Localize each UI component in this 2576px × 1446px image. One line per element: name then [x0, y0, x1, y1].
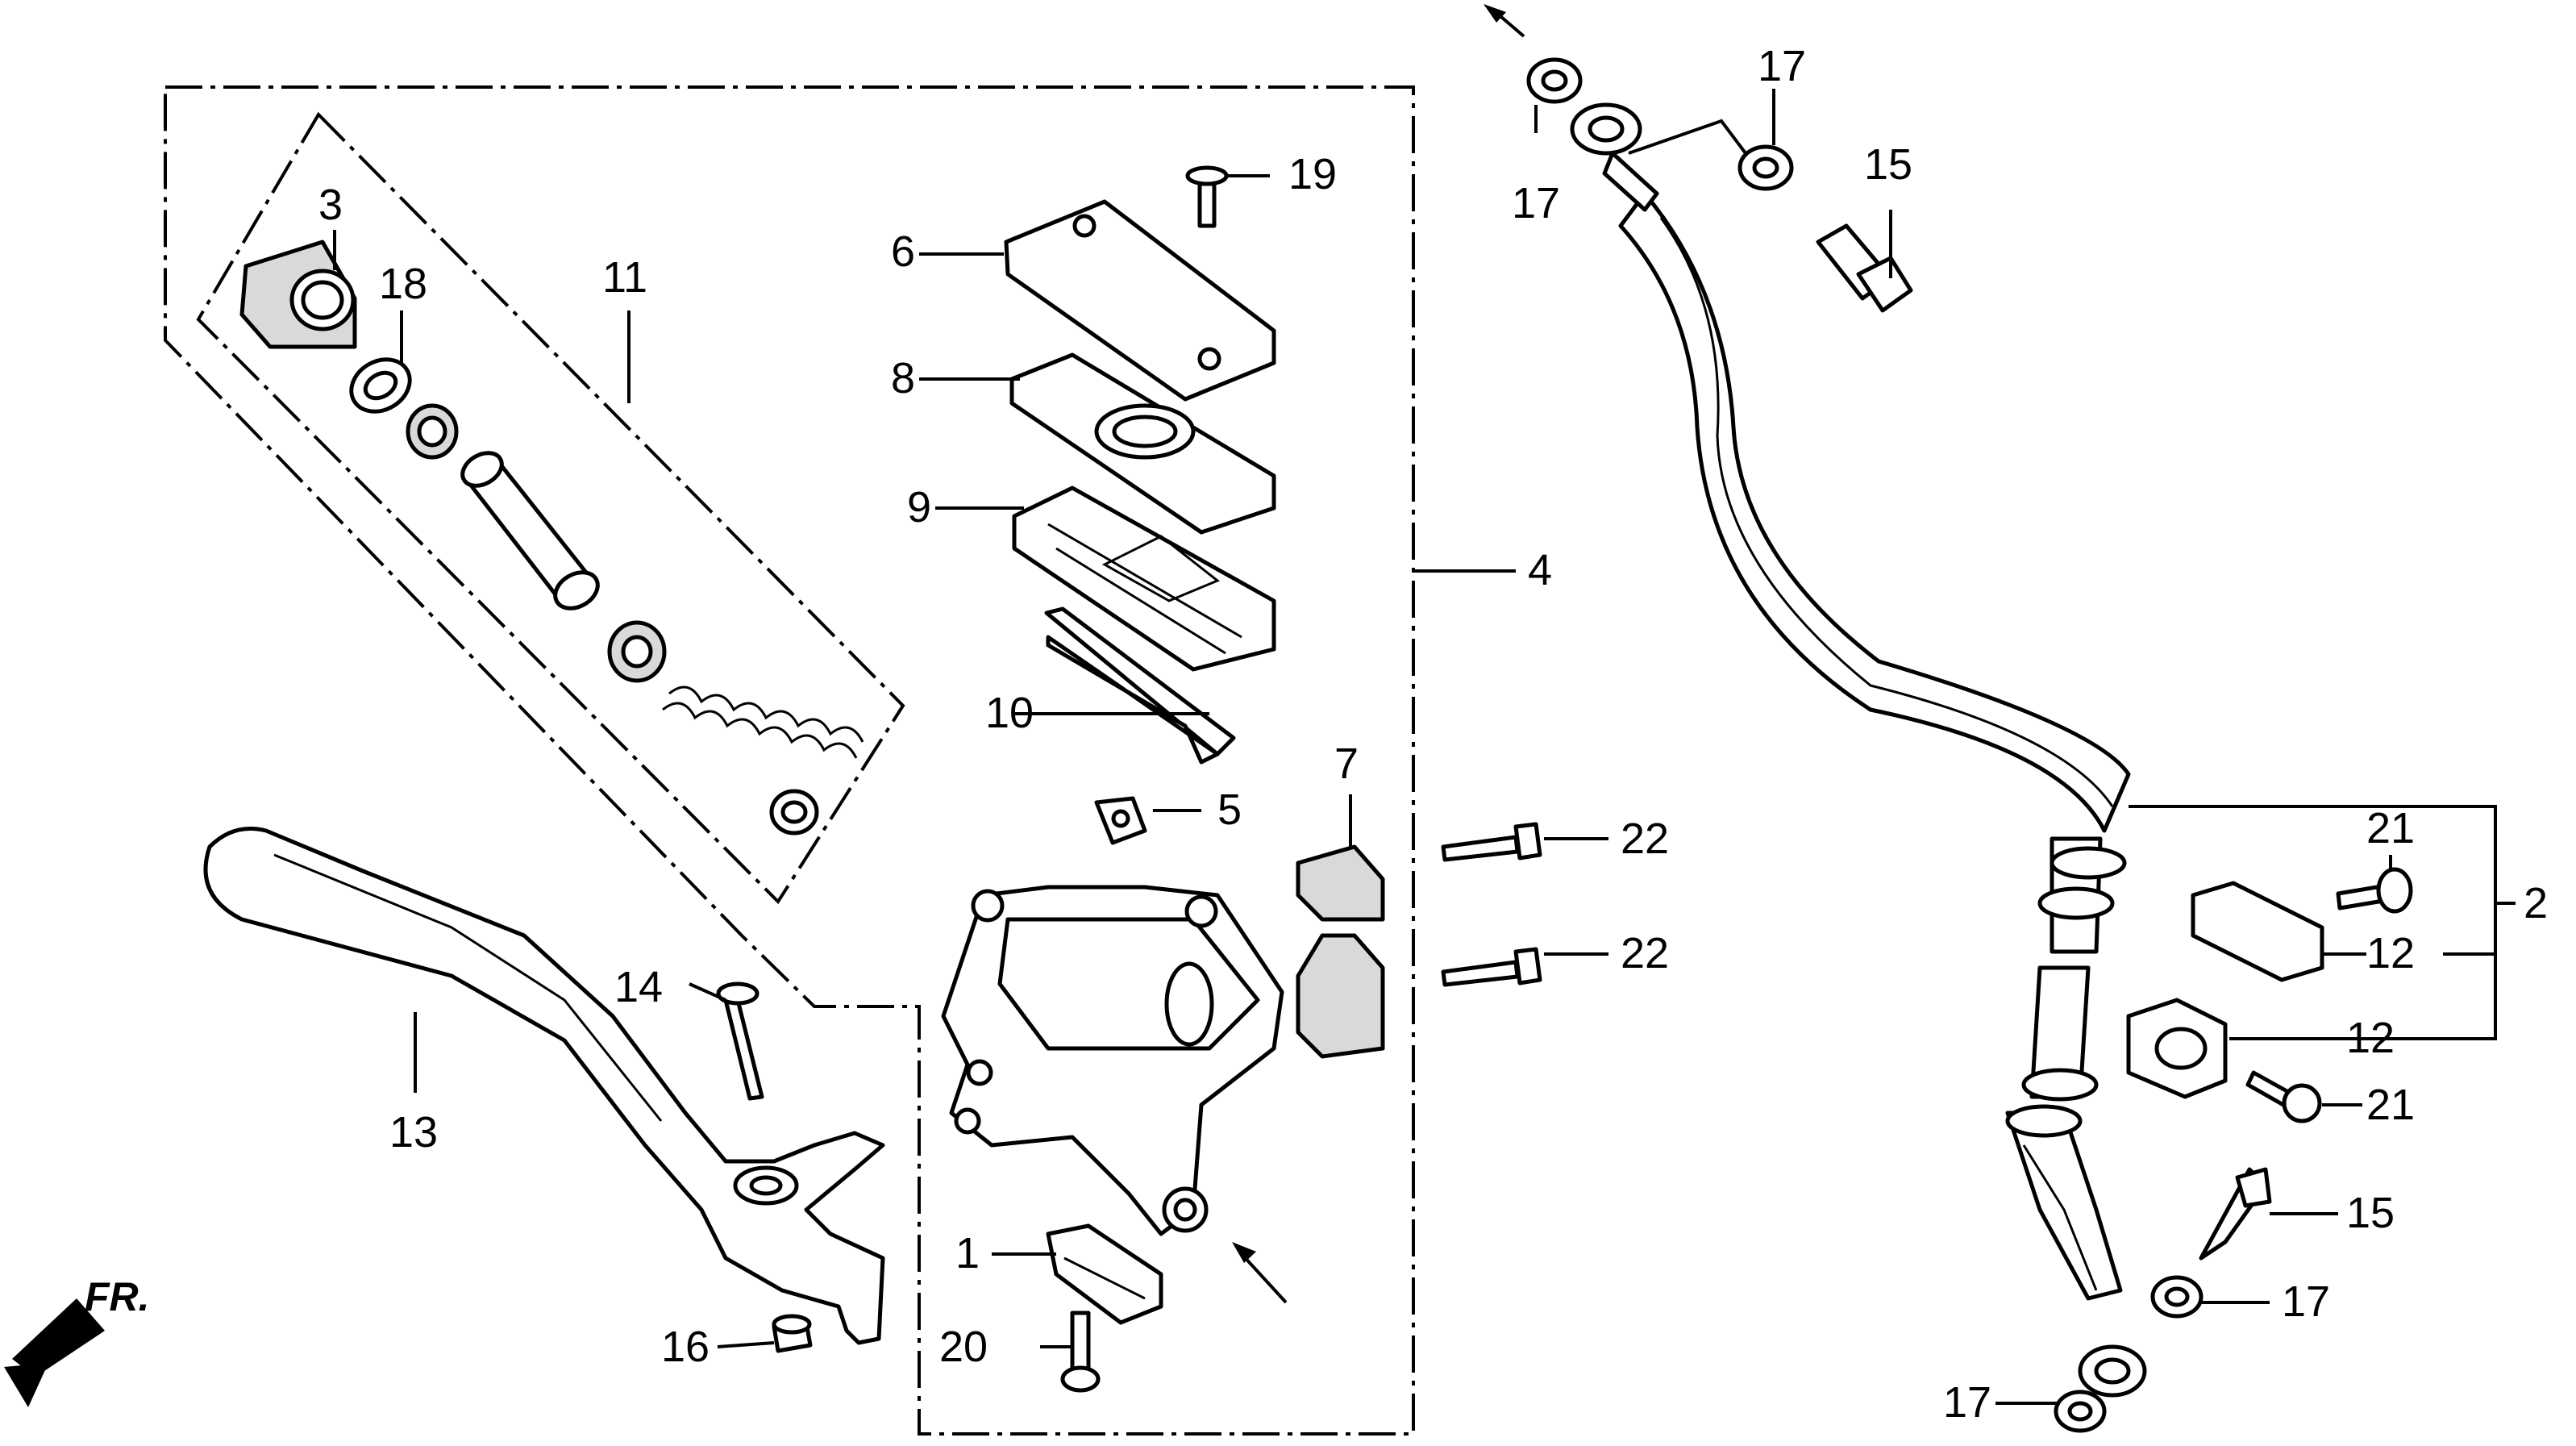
leader-lines: [333, 89, 2516, 1405]
label-9: 9: [907, 483, 931, 531]
label-1: 1: [955, 1229, 980, 1277]
label-11: 11: [602, 253, 647, 302]
piston-set-outline: [196, 111, 905, 905]
bolt-15-top: [1816, 223, 1913, 313]
piston-set-parts: [239, 240, 864, 836]
arrow-top: [1484, 4, 1525, 38]
nut-16: [772, 1314, 813, 1353]
label-13: 13: [389, 1108, 438, 1156]
front-direction-marker: FR.: [4, 1274, 150, 1407]
label-21-upper: 21: [2366, 804, 2415, 852]
label-19: 19: [1288, 150, 1337, 198]
label-6: 6: [891, 227, 915, 276]
circlip-part: [349, 357, 412, 414]
float-plate: [1044, 606, 1236, 765]
pivot-bolt-14: [716, 981, 764, 1101]
screw-19: [1185, 165, 1229, 228]
brake-hose: [1618, 191, 2147, 1398]
diaphragm: [1012, 485, 1276, 672]
label-17-top-left: 17: [1512, 179, 1560, 227]
label-17-bottom: 17: [1943, 1378, 1991, 1427]
holder-7: [1296, 844, 1385, 1059]
label-7: 7: [1334, 740, 1359, 788]
label-22a: 22: [1621, 815, 1669, 863]
label-12-upper: 12: [2366, 929, 2415, 977]
front-label: FR.: [85, 1274, 150, 1319]
label-17-top-right: 17: [1758, 42, 1806, 90]
label-15-top: 15: [1864, 140, 1912, 189]
label-4: 4: [1528, 546, 1552, 594]
arrow-body: [1232, 1242, 1288, 1304]
bolt-22b: [1441, 947, 1542, 987]
boot-part: [239, 240, 357, 349]
screw-20: [1060, 1311, 1101, 1393]
label-15-bottom: 15: [2346, 1189, 2395, 1237]
clamp-12-lower: [2126, 998, 2228, 1099]
label-8: 8: [891, 354, 915, 402]
brake-lever: [203, 827, 885, 1345]
assembly-outline: [164, 85, 1415, 1436]
label-17-bottom-right: 17: [2282, 1277, 2330, 1326]
part-labels: 3 18 11 19 6 8 9 4 10 7 5 22 22 14 13 1 …: [318, 42, 2548, 1427]
label-5: 5: [1217, 786, 1242, 834]
label-18: 18: [379, 260, 427, 308]
spring-part: [662, 685, 864, 759]
washer-17-top-right: [1737, 144, 1794, 191]
clip-5: [1094, 796, 1147, 845]
washer-17-bottom: [2054, 1390, 2107, 1433]
bolt-15-bottom: [2199, 1167, 2272, 1261]
label-10: 10: [985, 689, 1034, 737]
set-plate: [1009, 352, 1276, 535]
label-14: 14: [614, 963, 663, 1011]
washer-17-bottom-right: [2150, 1275, 2204, 1319]
label-20: 20: [939, 1323, 988, 1371]
reservoir-cap: [1004, 199, 1276, 402]
label-16: 16: [661, 1323, 710, 1371]
label-2: 2: [2524, 879, 2548, 927]
label-21-lower: 21: [2366, 1081, 2415, 1129]
clamp-12-upper: [2191, 881, 2324, 982]
top-banjo: [1570, 102, 1659, 212]
label-22b: 22: [1621, 929, 1669, 977]
bolt-21-lower: [2245, 1070, 2322, 1123]
master-cylinder-body: [941, 885, 1284, 1236]
label-12-lower: 12: [2346, 1014, 2395, 1062]
bolt-21-upper: [2336, 867, 2413, 914]
label-3: 3: [318, 181, 343, 229]
washer-17-top-left: [1526, 57, 1583, 104]
bolt-22a: [1441, 822, 1542, 862]
switch-1: [1046, 1223, 1163, 1325]
